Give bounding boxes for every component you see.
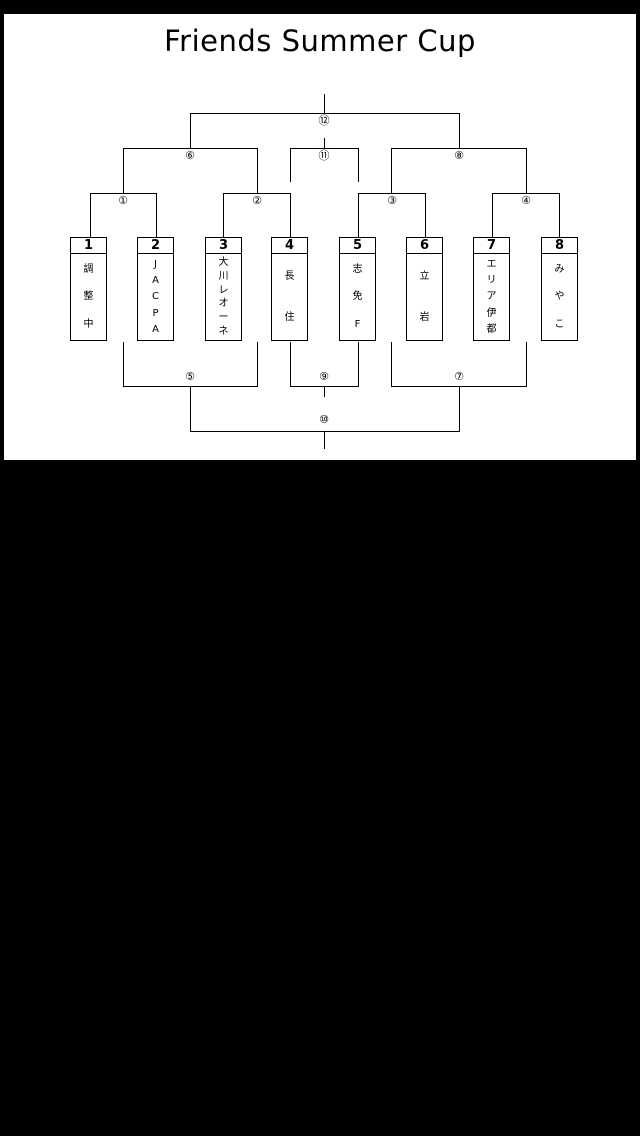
match-label-2: ② <box>245 195 269 207</box>
line-match-5 <box>123 342 258 387</box>
team-name-char: 整 <box>83 291 94 303</box>
team-name-char: オ <box>218 298 229 310</box>
team-name-char: 立 <box>419 271 430 282</box>
match-label-9: ⑨ <box>312 371 336 383</box>
line-match-10 <box>190 387 460 432</box>
match-label-6: ⑥ <box>178 150 202 162</box>
team-name-char: エ <box>486 258 497 270</box>
team-name-char: 都 <box>486 324 497 336</box>
line-match-11 <box>290 148 359 182</box>
match-label-5: ⑤ <box>178 371 202 383</box>
team-box-7: 7 エ リ ア 伊 都 <box>473 237 510 341</box>
team-box-3: 3 大 川 レ オ ー ネ <box>205 237 242 341</box>
team-name-char: P <box>152 307 159 319</box>
bracket-sheet: Friends Summer Cup 1 調 整 中 2 <box>4 14 636 460</box>
match-label-1: ① <box>111 195 135 207</box>
team-name-char: 岩 <box>419 312 430 323</box>
team-name-char: A <box>152 275 159 287</box>
team-name-char: リ <box>486 275 497 287</box>
team-number: 4 <box>272 238 307 254</box>
team-name-char: 免 <box>352 291 363 303</box>
team-box-5: 5 志 免 F <box>339 237 376 341</box>
match-label-8: ⑧ <box>447 150 471 162</box>
team-name: み や こ <box>542 254 577 340</box>
team-name-char: ネ <box>218 325 229 337</box>
line-match-4 <box>492 193 560 237</box>
bracket-lines <box>90 94 560 449</box>
team-name-char: み <box>554 264 565 276</box>
team-box-4: 4 長 住 <box>271 237 308 341</box>
line-match-1 <box>90 193 157 237</box>
line-match-2 <box>223 193 291 237</box>
team-box-1: 1 調 整 中 <box>70 237 107 341</box>
match-label-7: ⑦ <box>447 371 471 383</box>
team-name: 志 免 F <box>340 254 375 340</box>
team-name: 長 住 <box>272 254 307 340</box>
team-name-char: 中 <box>83 318 94 330</box>
team-name-char: C <box>152 291 159 303</box>
team-name-char: 住 <box>284 312 295 323</box>
team-name: J A C P A <box>138 254 173 340</box>
match-label-11: ⑪ <box>312 150 336 162</box>
team-name-char: レ <box>218 284 229 296</box>
line-match-12 <box>190 113 460 148</box>
match-label-12: ⑫ <box>312 115 336 127</box>
team-name-char: F <box>354 318 361 330</box>
team-box-8: 8 み や こ <box>541 237 578 341</box>
team-name-char: J <box>154 258 157 270</box>
line-match-3 <box>358 193 426 237</box>
team-name: 大 川 レ オ ー ネ <box>206 254 241 340</box>
team-name-char: ア <box>486 291 497 303</box>
team-number: 2 <box>138 238 173 254</box>
team-name-char: こ <box>554 318 565 330</box>
line-match-7 <box>391 342 527 387</box>
team-name-char: 大 <box>218 257 229 269</box>
team-name: エ リ ア 伊 都 <box>474 254 509 340</box>
match-label-4: ④ <box>514 195 538 207</box>
team-number: 3 <box>206 238 241 254</box>
team-number: 6 <box>407 238 442 254</box>
line-match-6 <box>123 148 258 193</box>
team-name-char: 長 <box>284 271 295 282</box>
team-name-char: や <box>554 291 565 303</box>
team-number: 5 <box>340 238 375 254</box>
team-name-char: 伊 <box>486 307 497 319</box>
page-title: Friends Summer Cup <box>164 24 476 58</box>
team-name: 立 岩 <box>407 254 442 340</box>
team-number: 1 <box>71 238 106 254</box>
line-match-8 <box>391 148 527 193</box>
match-label-3: ③ <box>380 195 404 207</box>
match-label-10: ⑩ <box>312 414 336 426</box>
team-name-char: 川 <box>218 270 229 282</box>
team-name-char: A <box>152 324 159 336</box>
team-box-6: 6 立 岩 <box>406 237 443 341</box>
team-box-2: 2 J A C P A <box>137 237 174 341</box>
team-name-char: 志 <box>352 264 363 276</box>
team-name: 調 整 中 <box>71 254 106 340</box>
team-name-char: ー <box>218 311 229 323</box>
team-number: 7 <box>474 238 509 254</box>
team-name-char: 調 <box>83 264 94 276</box>
team-number: 8 <box>542 238 577 254</box>
